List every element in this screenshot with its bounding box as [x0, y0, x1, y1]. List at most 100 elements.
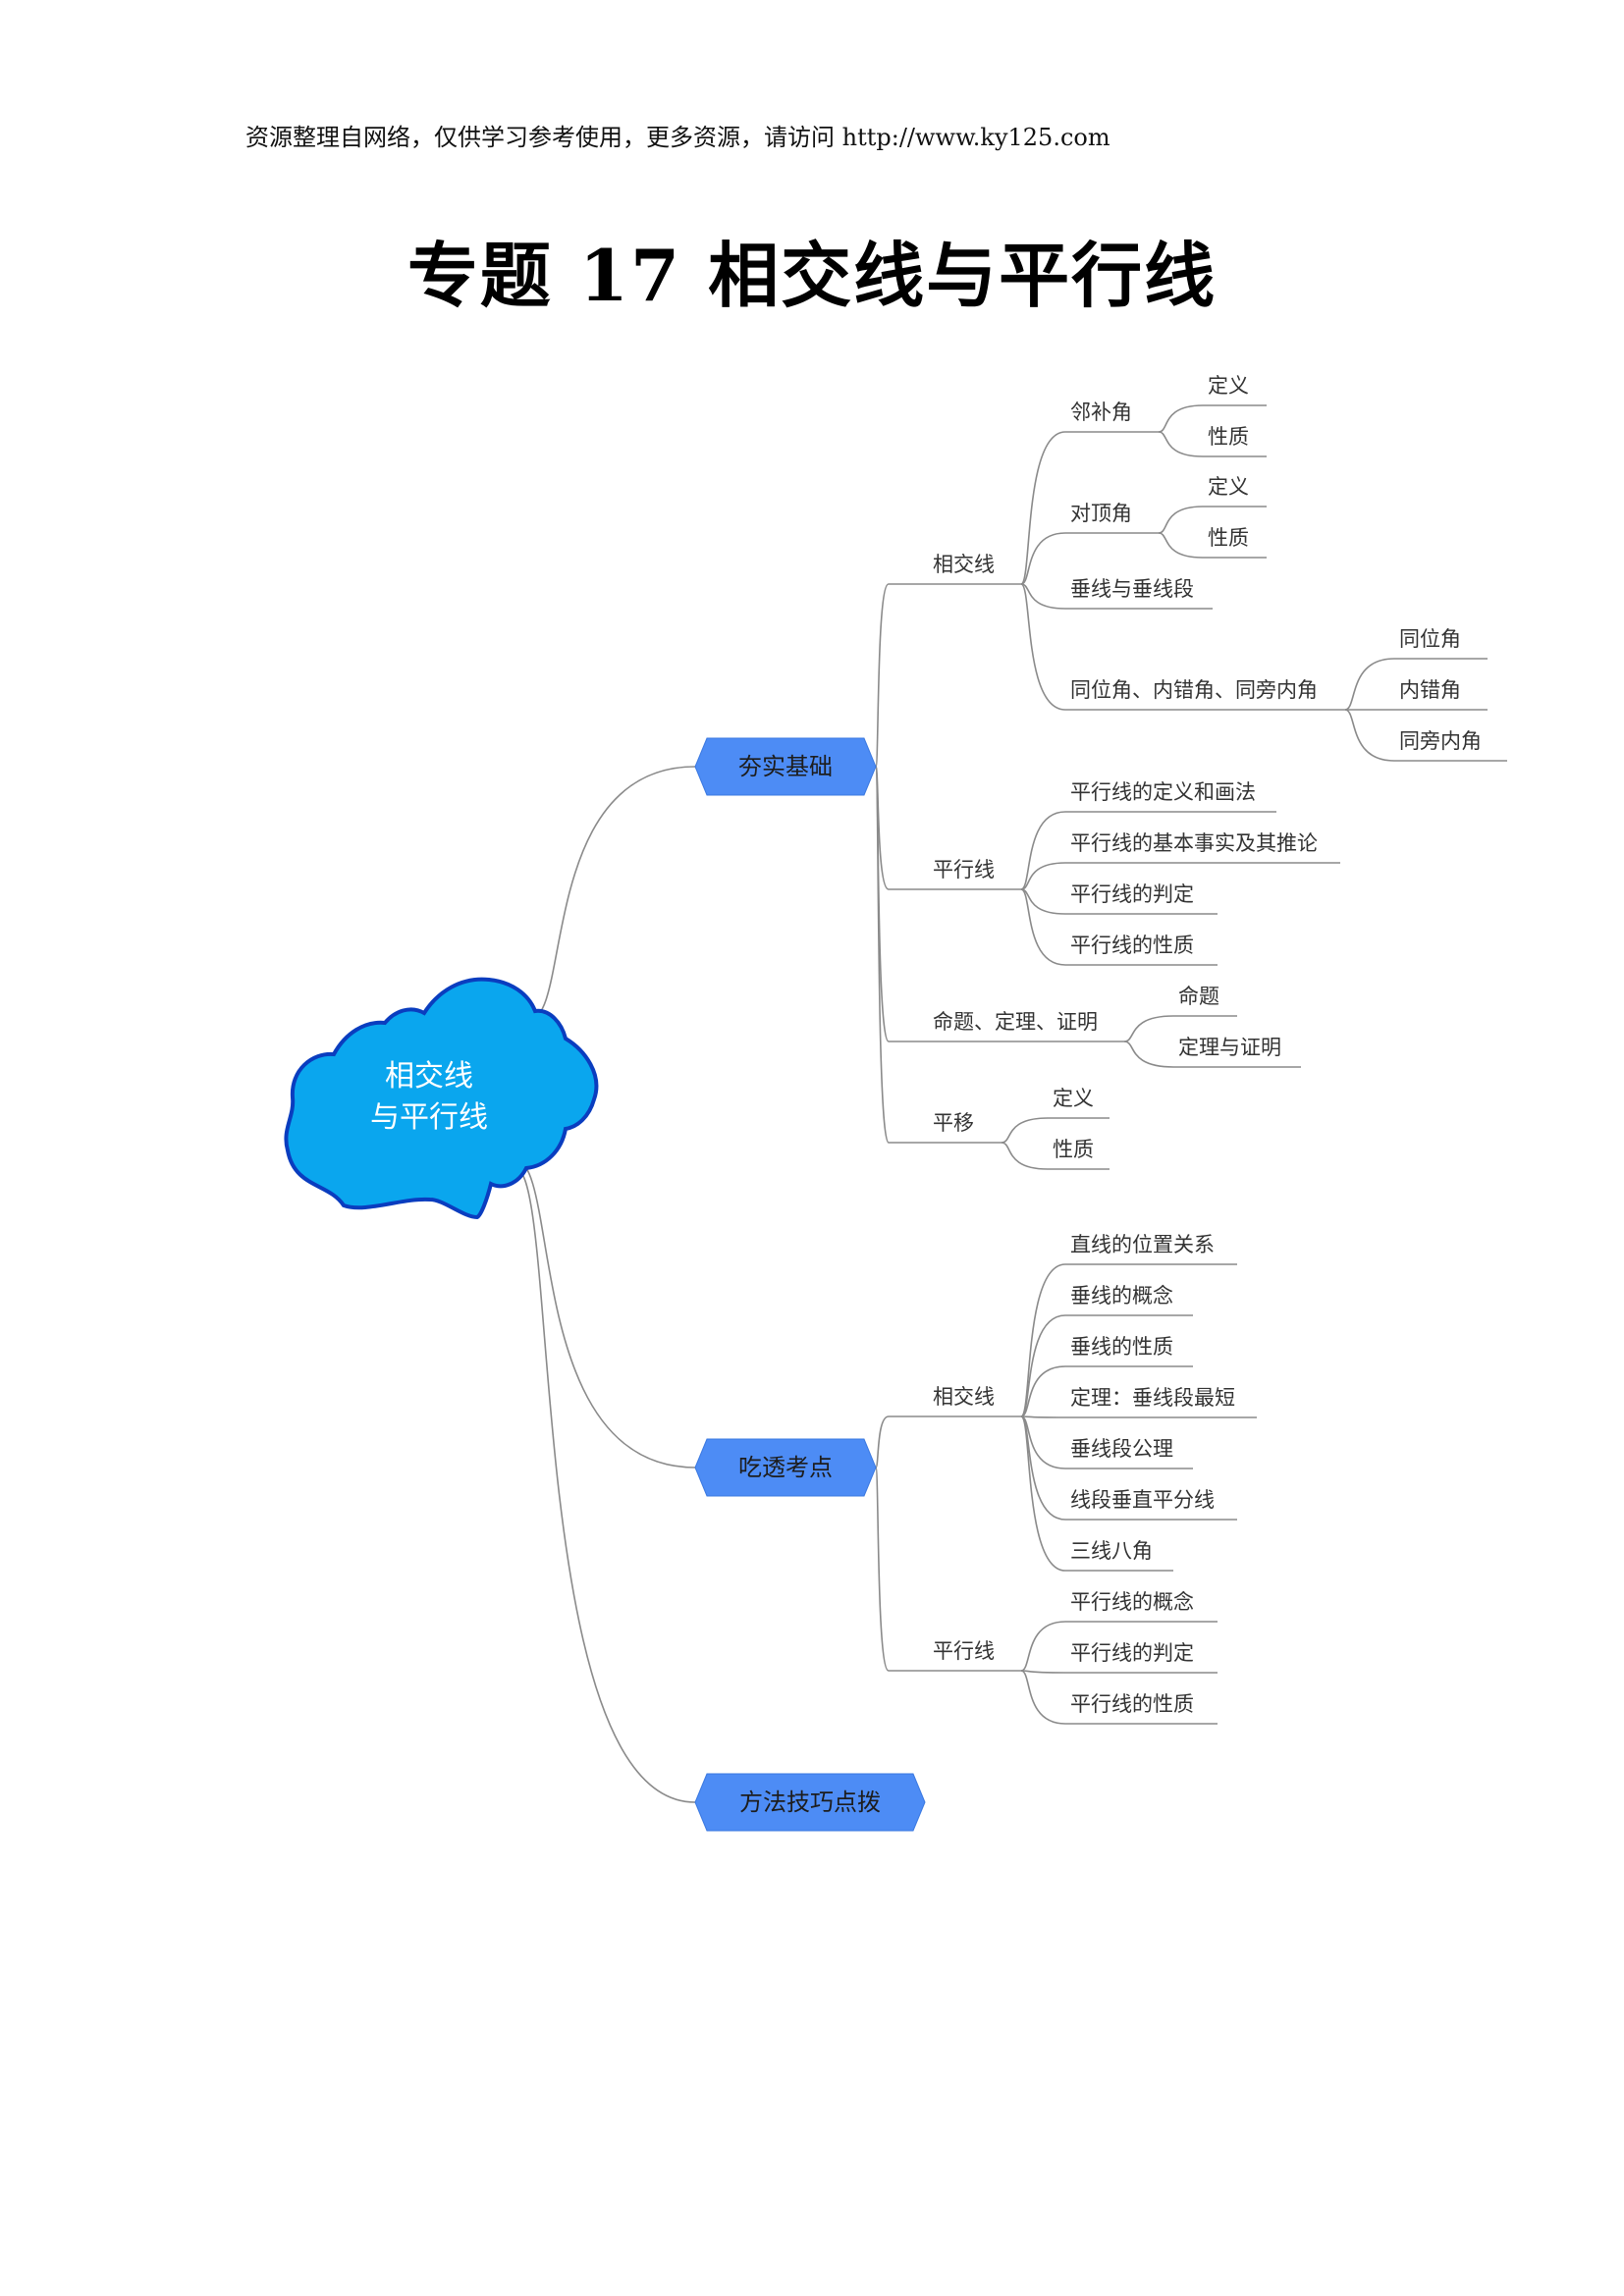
node-perpendicular-axiom-label: 垂线段公理	[1070, 1437, 1173, 1461]
connector-line	[875, 583, 890, 768]
connector-line	[1020, 583, 1066, 610]
node-vertical-angles-label: 对顶角	[1070, 502, 1132, 525]
node-parallel-basic-fact-label: 平行线的基本事实及其推论	[1070, 831, 1318, 855]
leaf-co-interior-angles[interactable]: 同旁内角	[1394, 729, 1507, 762]
connector-line	[1158, 506, 1204, 534]
leaf-definition-label: 定义	[1208, 475, 1249, 499]
node-parallel-criteria-label: 平行线的判定	[1070, 1641, 1194, 1665]
connector-line	[1020, 1365, 1066, 1417]
topic-parallel-lines[interactable]: 平行线	[889, 858, 1021, 890]
node-translation-property[interactable]: 性质	[1048, 1138, 1110, 1170]
leaf-property-label: 性质	[1208, 425, 1249, 449]
leaf-alternate-interior-angles[interactable]: 内错角	[1394, 678, 1488, 711]
connector-line	[514, 1167, 696, 1803]
connector-line	[1020, 431, 1066, 585]
node-parallel-basic-fact[interactable]: 平行线的基本事实及其推论	[1065, 831, 1340, 864]
branch-key-points-box	[694, 1438, 877, 1497]
node-adjacent-supplementary-angles[interactable]: 邻补角	[1065, 400, 1159, 433]
node-parallel-properties-label: 平行线的性质	[1070, 934, 1194, 957]
node-translation-definition-label: 定义	[1053, 1087, 1094, 1110]
node-perpendicular-concept-label: 垂线的概念	[1070, 1284, 1173, 1308]
topic-intersecting-lines-label: 相交线	[933, 1385, 995, 1409]
node-angle-types[interactable]: 同位角、内错角、同旁内角	[1065, 678, 1345, 711]
connector-line	[1020, 1621, 1066, 1672]
leaf-property-label: 性质	[1208, 526, 1249, 550]
connector-line	[875, 766, 890, 1144]
leaf-co-interior-angles-label: 同旁内角	[1399, 729, 1482, 753]
connector-line	[875, 1415, 890, 1468]
branch-methods-tips-label: 方法技巧点拨	[739, 1789, 881, 1816]
branch-solid-foundation[interactable]: 夯实基础	[694, 737, 877, 796]
node-perpendicular-concept[interactable]: 垂线的概念	[1065, 1284, 1193, 1316]
document-title: 专题 17 相交线与平行线	[406, 234, 1218, 317]
node-vertical-angles[interactable]: 对顶角	[1065, 502, 1159, 534]
connector-line	[1020, 862, 1066, 890]
connector-line	[529, 766, 696, 1020]
node-theorem-proof-label: 定理与证明	[1178, 1036, 1281, 1059]
topic-intersecting-lines[interactable]: 相交线	[889, 553, 1021, 585]
node-parallel-concept[interactable]: 平行线的概念	[1065, 1590, 1218, 1623]
connector-line	[1158, 431, 1204, 457]
root-label-line-2: 与平行线	[370, 1100, 488, 1135]
connector-line	[1344, 709, 1395, 762]
node-shortest-perpendicular[interactable]: 定理：垂线段最短	[1065, 1386, 1257, 1418]
connector-line	[1123, 1041, 1174, 1068]
topic-parallel-lines-label: 平行线	[933, 1639, 995, 1663]
topic-intersecting-lines[interactable]: 相交线	[889, 1385, 1021, 1417]
leaf-corresponding-angles-label: 同位角	[1399, 627, 1461, 651]
branch-methods-tips[interactable]: 方法技巧点拨	[694, 1773, 926, 1832]
node-three-lines-eight-angles[interactable]: 三线八角	[1065, 1539, 1173, 1572]
connector-line	[1020, 811, 1066, 890]
leaf-corresponding-angles[interactable]: 同位角	[1394, 627, 1488, 660]
topic-intersecting-lines-label: 相交线	[933, 553, 995, 576]
node-proposition[interactable]: 命题	[1173, 985, 1237, 1017]
node-parallel-criteria-label: 平行线的判定	[1070, 882, 1194, 906]
branch-key-points[interactable]: 吃透考点	[694, 1438, 877, 1497]
connector-line	[1020, 1670, 1066, 1725]
node-perpendicular-property-label: 垂线的性质	[1070, 1335, 1173, 1359]
connector-line	[1020, 583, 1066, 711]
connector-line	[1020, 1415, 1066, 1572]
node-perpendicular-bisector-label: 线段垂直平分线	[1070, 1488, 1215, 1512]
branch-methods-tips-box	[694, 1773, 926, 1832]
connector-line	[1344, 658, 1395, 711]
branch-key-points-label: 吃透考点	[738, 1454, 833, 1481]
node-parallel-properties[interactable]: 平行线的性质	[1065, 1692, 1218, 1725]
node-parallel-properties[interactable]: 平行线的性质	[1065, 934, 1218, 966]
root-node-shape	[284, 977, 599, 1220]
node-proposition-label: 命题	[1178, 985, 1219, 1008]
topic-parallel-lines[interactable]: 平行线	[889, 1639, 1021, 1672]
connector-line	[1001, 1142, 1049, 1170]
node-perpendicular-bisector[interactable]: 线段垂直平分线	[1065, 1488, 1237, 1521]
node-perpendicular-property[interactable]: 垂线的性质	[1065, 1335, 1193, 1367]
node-perpendicular-axiom[interactable]: 垂线段公理	[1065, 1437, 1193, 1469]
node-theorem-proof[interactable]: 定理与证明	[1173, 1036, 1301, 1068]
node-three-lines-eight-angles-label: 三线八角	[1070, 1539, 1153, 1563]
topic-translation[interactable]: 平移	[889, 1111, 1001, 1144]
leaf-property[interactable]: 性质	[1203, 526, 1267, 559]
leaf-alternate-interior-angles-label: 内错角	[1399, 678, 1461, 702]
leaf-definition[interactable]: 定义	[1203, 374, 1267, 406]
node-translation-definition[interactable]: 定义	[1048, 1087, 1110, 1119]
topic-propositions[interactable]: 命题、定理、证明	[889, 1010, 1124, 1042]
connector-line	[1123, 1015, 1174, 1042]
connector-line	[875, 1467, 890, 1672]
node-adjacent-supplementary-angles-label: 邻补角	[1070, 400, 1132, 424]
topic-propositions-label: 命题、定理、证明	[933, 1010, 1098, 1034]
node-parallel-criteria[interactable]: 平行线的判定	[1065, 882, 1218, 915]
node-perpendicular-lines[interactable]: 垂线与垂线段	[1065, 577, 1213, 610]
node-line-positions[interactable]: 直线的位置关系	[1065, 1233, 1237, 1265]
connector-line	[1020, 1670, 1066, 1674]
connector-line	[514, 1159, 696, 1468]
node-shortest-perpendicular-label: 定理：垂线段最短	[1070, 1386, 1235, 1410]
connector-line	[1020, 1415, 1066, 1418]
node-parallel-criteria[interactable]: 平行线的判定	[1065, 1641, 1218, 1674]
leaf-definition[interactable]: 定义	[1203, 475, 1267, 507]
root-node[interactable]: 相交线 与平行线	[284, 977, 599, 1220]
node-parallel-concept-label: 平行线的概念	[1070, 1590, 1194, 1614]
connector-line	[1020, 888, 1066, 966]
leaf-property[interactable]: 性质	[1203, 425, 1267, 457]
node-parallel-definition-drawing[interactable]: 平行线的定义和画法	[1065, 780, 1276, 813]
node-perpendicular-lines-label: 垂线与垂线段	[1070, 577, 1194, 601]
